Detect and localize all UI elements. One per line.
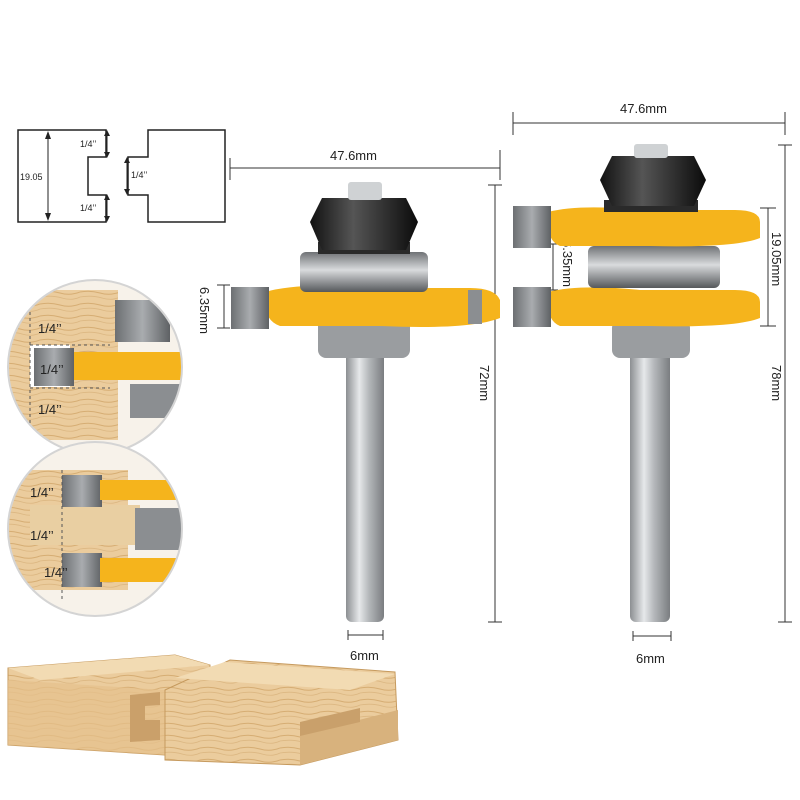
tongue-board (127, 129, 226, 223)
bit1-carbide-right (468, 290, 482, 324)
detail1-carbide-top (115, 300, 170, 342)
bit2-nut (600, 156, 706, 206)
bit2-shank (630, 340, 670, 622)
bit2-width-label: 47.6mm (620, 101, 667, 116)
profile-tongue-label: 1/4’’ (131, 170, 147, 180)
bit1-body (318, 318, 410, 358)
detail1-middle-label: 1/4’’ (40, 362, 64, 377)
bit2-bearing (588, 246, 720, 288)
bit1-length-label: 72mm (477, 365, 492, 401)
detail1-yellow-arm (74, 352, 182, 380)
bit1-yellow-arm (264, 285, 500, 327)
detail2-bottom-label: 1/4’’ (44, 565, 68, 580)
bit1-width-label: 47.6mm (330, 148, 377, 163)
wood-joint-illustration (7, 654, 399, 766)
detail2-carbide-bot (62, 553, 102, 587)
bit1-screw (348, 182, 382, 200)
bit1-bearing (300, 252, 428, 292)
profile-top-label: 1/4’’ (80, 139, 96, 149)
profile-bottom-label: 1/4’’ (80, 203, 96, 213)
bit2-lower-carbide (513, 287, 551, 327)
profile-diagram: 19.05 1/4’’ 1/4’’ 1/4’’ (17, 129, 226, 223)
detail-circle-2: 1/4’’ 1/4’’ 1/4’’ (7, 441, 183, 617)
bit2-gap-label: 6.35mm (560, 240, 575, 287)
detail2-carbide-top (62, 475, 102, 507)
bit1-nut (310, 198, 418, 250)
bit2-upper-carbide (513, 206, 551, 248)
detail1-carbide-bot (130, 384, 180, 418)
bit1-carbide-left (231, 287, 269, 329)
bit1-cut-height-label: 6.35mm (197, 287, 212, 334)
detail2-middle-label: 1/4’’ (30, 528, 54, 543)
router-bit-1 (231, 182, 500, 622)
bit2-lower-arm (547, 287, 760, 327)
profile-total-label: 19.05 (20, 172, 43, 182)
bit2-shank-label: 6mm (636, 651, 665, 666)
bit1-dimensions: 47.6mm 6.35mm 72mm 6mm (197, 148, 502, 663)
detail2-carbide-mid (135, 508, 182, 550)
bit2-height-label: 19.05mm (769, 232, 784, 286)
bit1-shank-label: 6mm (350, 648, 379, 663)
detail-circle-1: 1/4’’ 1/4’’ 1/4’’ (7, 279, 183, 455)
bit2-upper-arm (547, 207, 760, 247)
bit2-screw (634, 144, 668, 158)
router-bit-2 (513, 144, 760, 622)
groove-board (17, 129, 107, 223)
bit2-dimensions: 47.6mm 6.35mm 19.05mm 78mm 6mm (512, 101, 792, 666)
detail1-carbide-mid (34, 348, 74, 386)
detail1-bottom-label: 1/4’’ (38, 402, 62, 417)
detail1-top-label: 1/4’’ (38, 321, 62, 336)
detail2-top-label: 1/4’’ (30, 485, 54, 500)
bit2-body (612, 320, 690, 358)
bit1-shank (346, 340, 384, 622)
bit2-length-label: 78mm (769, 365, 784, 401)
detail2-yellow-top (100, 480, 182, 500)
